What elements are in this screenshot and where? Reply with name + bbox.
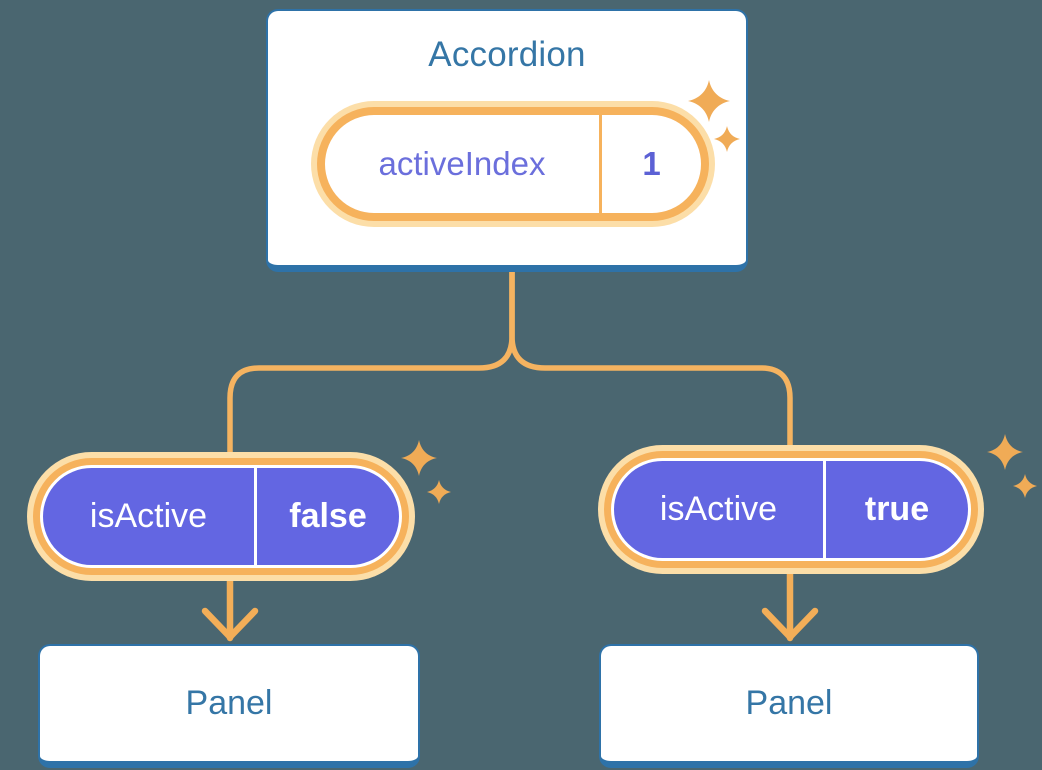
prop-pill-inner: isActive true bbox=[611, 458, 971, 561]
prop-pill-capsule: isActive false bbox=[43, 468, 399, 565]
prop-value: true bbox=[864, 490, 930, 528]
state-pill: activeIndex 1 bbox=[311, 101, 715, 227]
state-pill-capsule: activeIndex 1 bbox=[325, 115, 701, 213]
sparkle-icon bbox=[401, 440, 451, 504]
prop-pill-capsule: isActive true bbox=[614, 461, 968, 558]
prop-pill-inner: isActive false bbox=[40, 465, 402, 568]
prop-label: isActive bbox=[659, 490, 778, 528]
state-value: 1 bbox=[642, 145, 661, 182]
connector-branch-left bbox=[227, 267, 515, 465]
panel-title: Panel bbox=[745, 684, 833, 722]
prop-pill-ring: isActive false bbox=[33, 458, 409, 575]
pill-divider bbox=[599, 115, 602, 213]
prop-pill-true: isActive true bbox=[598, 445, 984, 574]
accordion-title: Accordion bbox=[428, 35, 586, 74]
prop-value: false bbox=[289, 497, 367, 535]
panel-card-left: Panel bbox=[38, 644, 420, 768]
prop-pill-ring: isActive true bbox=[604, 451, 978, 568]
sparkle-icon bbox=[688, 80, 740, 152]
sparkle-icon bbox=[987, 434, 1037, 498]
pill-divider bbox=[823, 461, 826, 558]
prop-label: isActive bbox=[89, 497, 208, 535]
connector-branch-right bbox=[509, 267, 793, 460]
arrow-down-icon bbox=[201, 607, 259, 641]
panel-title: Panel bbox=[185, 684, 273, 722]
prop-pill-false: isActive false bbox=[27, 452, 415, 581]
state-pill-ring: activeIndex 1 bbox=[317, 107, 709, 221]
pill-divider bbox=[254, 468, 257, 565]
state-label: activeIndex bbox=[378, 145, 546, 182]
arrow-down-icon bbox=[761, 607, 819, 641]
panel-card-right: Panel bbox=[599, 644, 979, 768]
